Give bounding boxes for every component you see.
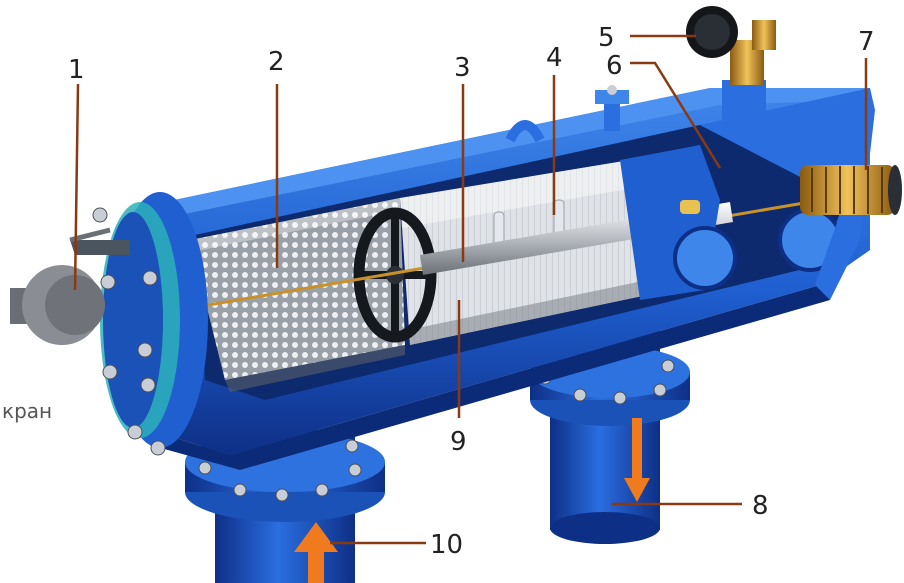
flange-studs bbox=[92, 207, 166, 456]
flush-valve bbox=[10, 227, 130, 345]
leader-1 bbox=[73, 83, 80, 291]
actuator-cage bbox=[800, 165, 902, 215]
outlet-flow-arrow bbox=[624, 418, 650, 502]
label-6: 6 bbox=[606, 51, 623, 81]
label-4: 4 bbox=[546, 43, 563, 73]
label-10: 10 bbox=[430, 530, 463, 560]
label-2: 2 bbox=[268, 47, 285, 77]
scanner-wheel bbox=[353, 207, 437, 343]
air-vent bbox=[595, 85, 629, 131]
label-7: 7 bbox=[858, 27, 875, 57]
label-8: 8 bbox=[752, 491, 769, 521]
lifting-lug bbox=[505, 120, 545, 143]
label-3: 3 bbox=[454, 53, 471, 83]
label-kran: кран bbox=[2, 399, 52, 423]
label-9: 9 bbox=[450, 427, 467, 457]
end-housing bbox=[700, 88, 875, 300]
inlet-flow-arrow bbox=[294, 522, 338, 583]
inlet-flange-plate bbox=[100, 192, 208, 448]
pressure-gauge bbox=[686, 6, 776, 120]
leader-6 bbox=[630, 61, 722, 169]
label-5: 5 bbox=[598, 23, 615, 53]
hydraulic-pistons bbox=[673, 200, 842, 290]
label-1: 1 bbox=[68, 55, 85, 85]
